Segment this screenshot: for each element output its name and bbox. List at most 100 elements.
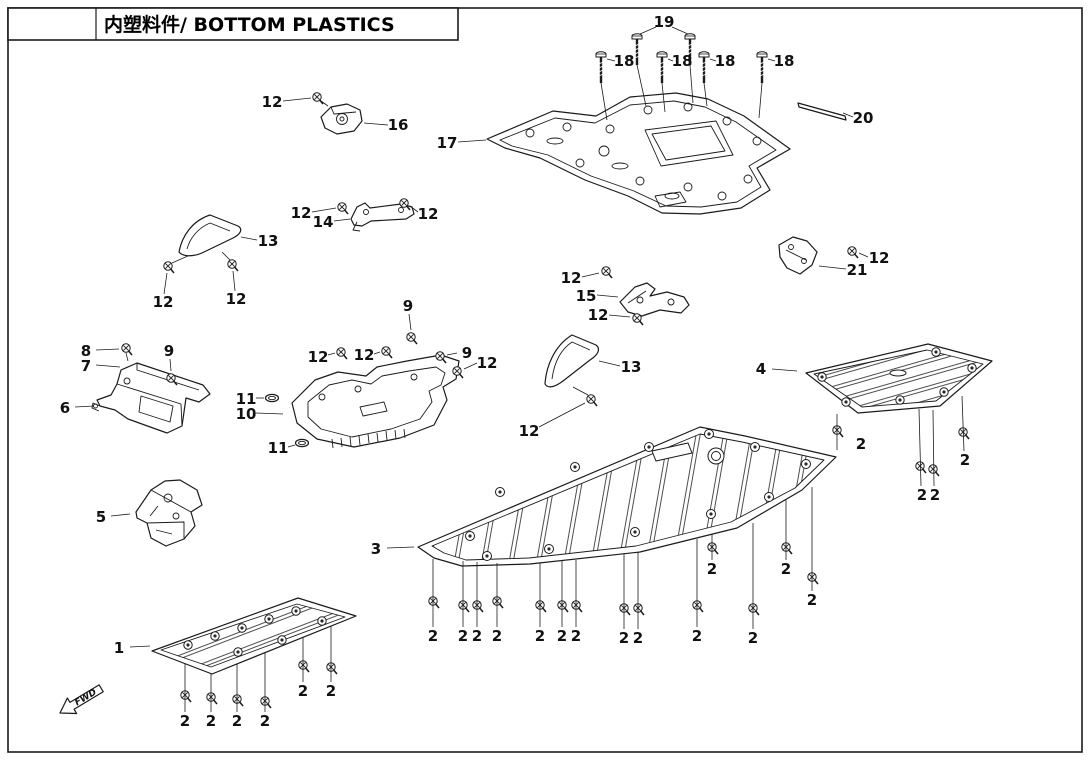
callout-part-3: 3 [371, 540, 381, 558]
leader-line [74, 405, 95, 408]
callout-part-6: 6 [60, 399, 70, 417]
part-3-floor-plate [417, 426, 837, 567]
leader-line [596, 294, 619, 298]
callout-part-2: 2 [206, 712, 216, 730]
callout-part-19: 19 [654, 13, 675, 31]
leader-line [169, 358, 172, 372]
leader-line [639, 26, 657, 35]
callout-part-2: 2 [619, 629, 629, 647]
leader-line [373, 351, 381, 355]
callout-part-1: 1 [114, 639, 124, 657]
leader-line [311, 207, 337, 213]
callout-part-2: 2 [917, 486, 927, 504]
callout-part-16: 16 [388, 116, 409, 134]
leader-line [463, 362, 478, 370]
screw-icon [697, 50, 711, 85]
callout-part-5: 5 [96, 508, 106, 526]
callout-part-2: 2 [748, 629, 758, 647]
callout-part-11: 11 [236, 390, 257, 408]
callout-part-9: 9 [164, 342, 174, 360]
leader-line [363, 122, 389, 126]
leader-line [932, 409, 935, 487]
part-11-grommets [264, 393, 310, 448]
screw-icon [121, 343, 133, 356]
screw-icon [163, 261, 175, 274]
part-21-bracket [778, 236, 818, 275]
leader-line [240, 236, 258, 241]
screw-icon [326, 662, 338, 675]
leader-line [572, 386, 589, 396]
screw-icon [428, 596, 440, 609]
callout-part-2: 2 [930, 486, 940, 504]
callout-part-13: 13 [258, 232, 279, 250]
screw-icon [755, 50, 769, 85]
screw-icon [707, 542, 719, 555]
screw-icon [472, 600, 484, 613]
leader-line [858, 252, 869, 258]
callout-part-2: 2 [232, 712, 242, 730]
leader-line [598, 360, 621, 367]
callout-part-2: 2 [571, 627, 581, 645]
screw-icon [227, 259, 239, 272]
callout-part-12: 12 [418, 205, 439, 223]
screw-icon [206, 692, 218, 705]
title-block: 内塑料件/ BOTTOM PLASTICS [7, 7, 459, 41]
leader-line [110, 513, 131, 517]
leader-line [287, 444, 296, 448]
part-4-plate-right [805, 343, 993, 414]
callout-part-2: 2 [535, 627, 545, 645]
leader-line [709, 58, 717, 62]
part-1-bosses [183, 606, 327, 657]
leader-line [409, 205, 419, 213]
leader-line [767, 58, 776, 62]
screw-icon [807, 572, 819, 585]
leader-line [327, 352, 336, 356]
callout-part-2: 2 [298, 682, 308, 700]
leader-line [95, 348, 120, 351]
callout-part-2: 2 [856, 435, 866, 453]
leader-line [606, 58, 616, 62]
screw-icon [601, 266, 613, 279]
callout-part-12: 12 [477, 354, 498, 372]
leader-line [671, 26, 689, 35]
assembly-axes [125, 64, 763, 362]
leader-line [818, 265, 847, 270]
callout-part-12: 12 [354, 346, 375, 364]
callout-part-18: 18 [774, 52, 795, 70]
screw-icon [832, 425, 844, 438]
callout-part-9: 9 [462, 344, 472, 362]
callout-part-2: 2 [707, 560, 717, 578]
leader-line [255, 412, 284, 415]
callout-part-2: 2 [492, 627, 502, 645]
leader-line [667, 58, 674, 62]
screw-icon [847, 246, 859, 259]
part-5-bracket [135, 479, 203, 547]
screw-icon [594, 50, 608, 85]
fwd-label: FWD [73, 687, 99, 708]
screw-icon [492, 596, 504, 609]
callout-part-11: 11 [268, 439, 289, 457]
page-title: 内塑料件/ BOTTOM PLASTICS [104, 13, 395, 36]
callout-part-2: 2 [326, 682, 336, 700]
screw-icon [619, 603, 631, 616]
callout-part-13: 13 [621, 358, 642, 376]
leader-line [95, 364, 121, 368]
leader-line [457, 139, 487, 143]
screw-icon [586, 394, 598, 407]
leader-line [408, 313, 412, 331]
callout-part-2: 2 [633, 629, 643, 647]
callout-part-17: 17 [437, 134, 458, 152]
callout-part-18: 18 [715, 52, 736, 70]
part-13-cover-right [544, 334, 600, 388]
screw-icon [458, 600, 470, 613]
leader-line [842, 112, 854, 118]
callout-part-12: 12 [291, 204, 312, 222]
callout-part-12: 12 [262, 93, 283, 111]
screw-icon [557, 600, 569, 613]
part-20-rod [797, 102, 847, 121]
callout-part-21: 21 [847, 261, 868, 279]
leader-line [232, 270, 236, 292]
leader-line [333, 218, 351, 222]
